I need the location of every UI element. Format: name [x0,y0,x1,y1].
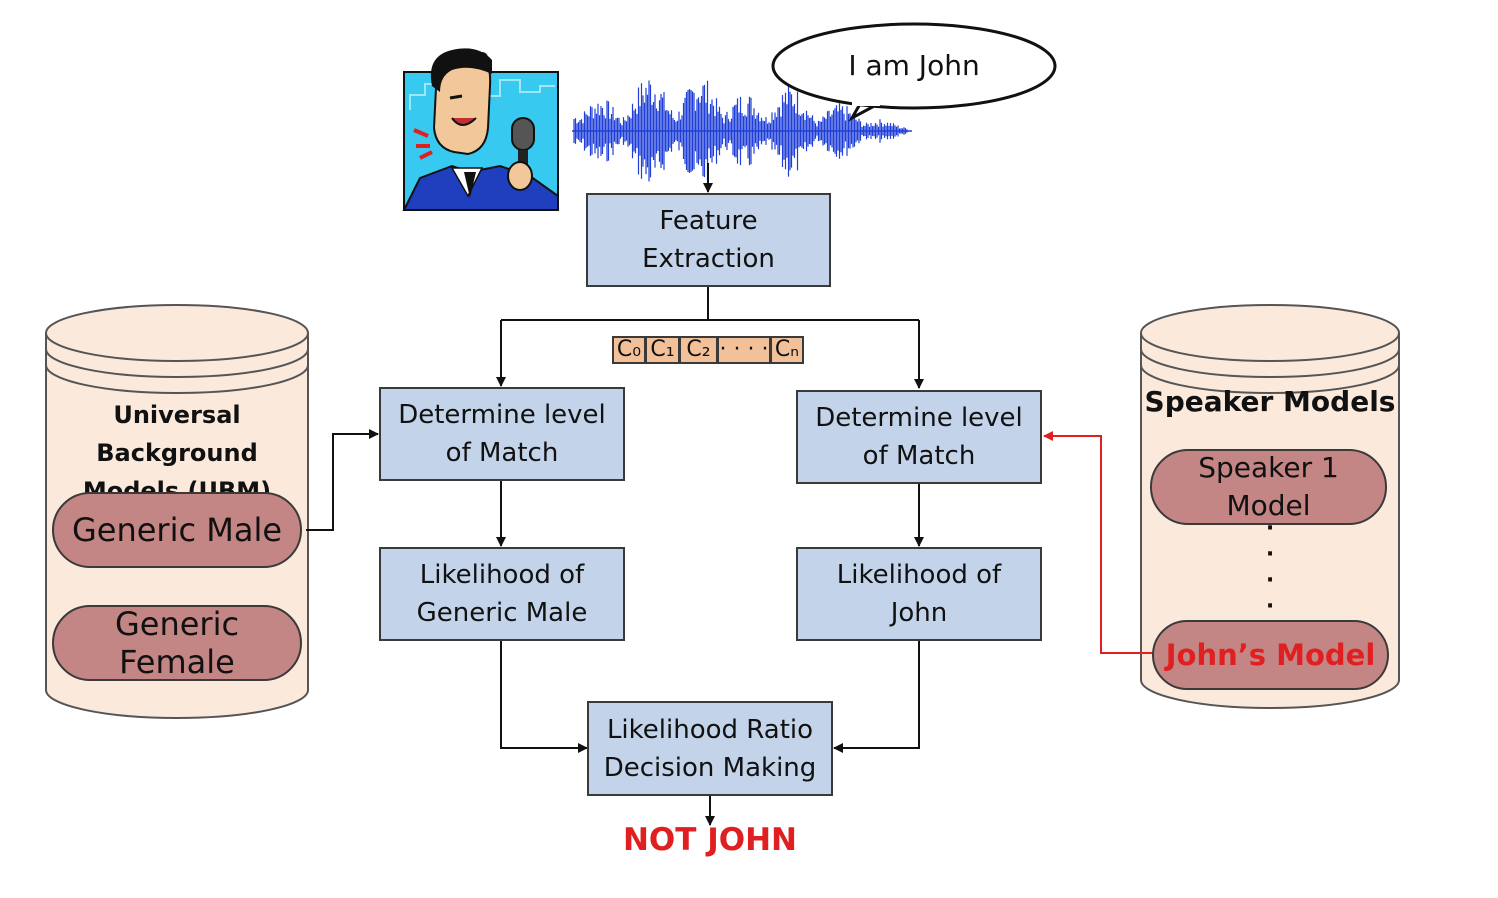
speech-bubble [771,22,1057,122]
speaker-ellipsis: · · · · [1265,516,1275,619]
left-determine-match-box: Determine level of Match [379,387,625,481]
likelihood-john-line2: John [890,598,948,628]
coefficient-cn: Cₙ [770,336,804,364]
coefficient-c1: C₁ [645,336,680,364]
decision-box: Likelihood Ratio Decision Making [587,701,833,796]
generic-male-model: Generic Male [52,492,302,568]
likelihood-male-line1: Likelihood of [419,560,585,590]
decision-line1: Likelihood Ratio [606,714,814,745]
likelihood-male-line2: Generic Male [416,598,588,628]
feature-extraction-box: Feature Extraction [586,193,831,287]
generic-female-model: Generic Female [52,605,302,681]
likelihood-generic-male-box: Likelihood of Generic Male [379,547,625,641]
speaker1-line1: Speaker 1 [1198,451,1339,484]
right-determine-match-box: Determine level of Match [796,390,1042,484]
speaker1-model: Speaker 1 Model [1150,449,1387,525]
arrow-right-to-decision [833,640,920,753]
feature-extraction-line2: Extraction [642,244,775,274]
speech-bubble-text: I am John [848,49,980,82]
decision-line2: Decision Making [603,752,817,783]
connectors [306,163,1153,826]
right-match-line1: Determine level [815,403,1023,433]
coefficient-c0: C₀ [612,336,646,364]
right-match-line2: of Match [862,441,976,471]
feature-extraction-line1: Feature [659,206,758,236]
result-label: NOT JOHN [622,822,797,858]
ubm-title-line1: Universal Background [96,401,258,467]
arrow-male-to-match [306,429,379,531]
speaker-models-title: Speaker Models [1144,385,1396,418]
likelihood-john-line1: Likelihood of [836,560,1002,590]
arrow-left-to-decision [500,640,588,753]
audio-waveform [572,80,912,182]
johns-model: John’s Model [1152,620,1389,690]
speaker1-line2: Model [1226,489,1311,522]
arrow-john-model-to-match [1043,431,1153,654]
left-match-line1: Determine level [398,400,606,430]
coefficient-c2: C₂ [679,336,718,364]
likelihood-john-box: Likelihood of John [796,547,1042,641]
coefficient-ellipsis: · · · · [717,336,771,364]
speaker-illustration [402,48,559,211]
left-match-line2: of Match [445,438,559,468]
